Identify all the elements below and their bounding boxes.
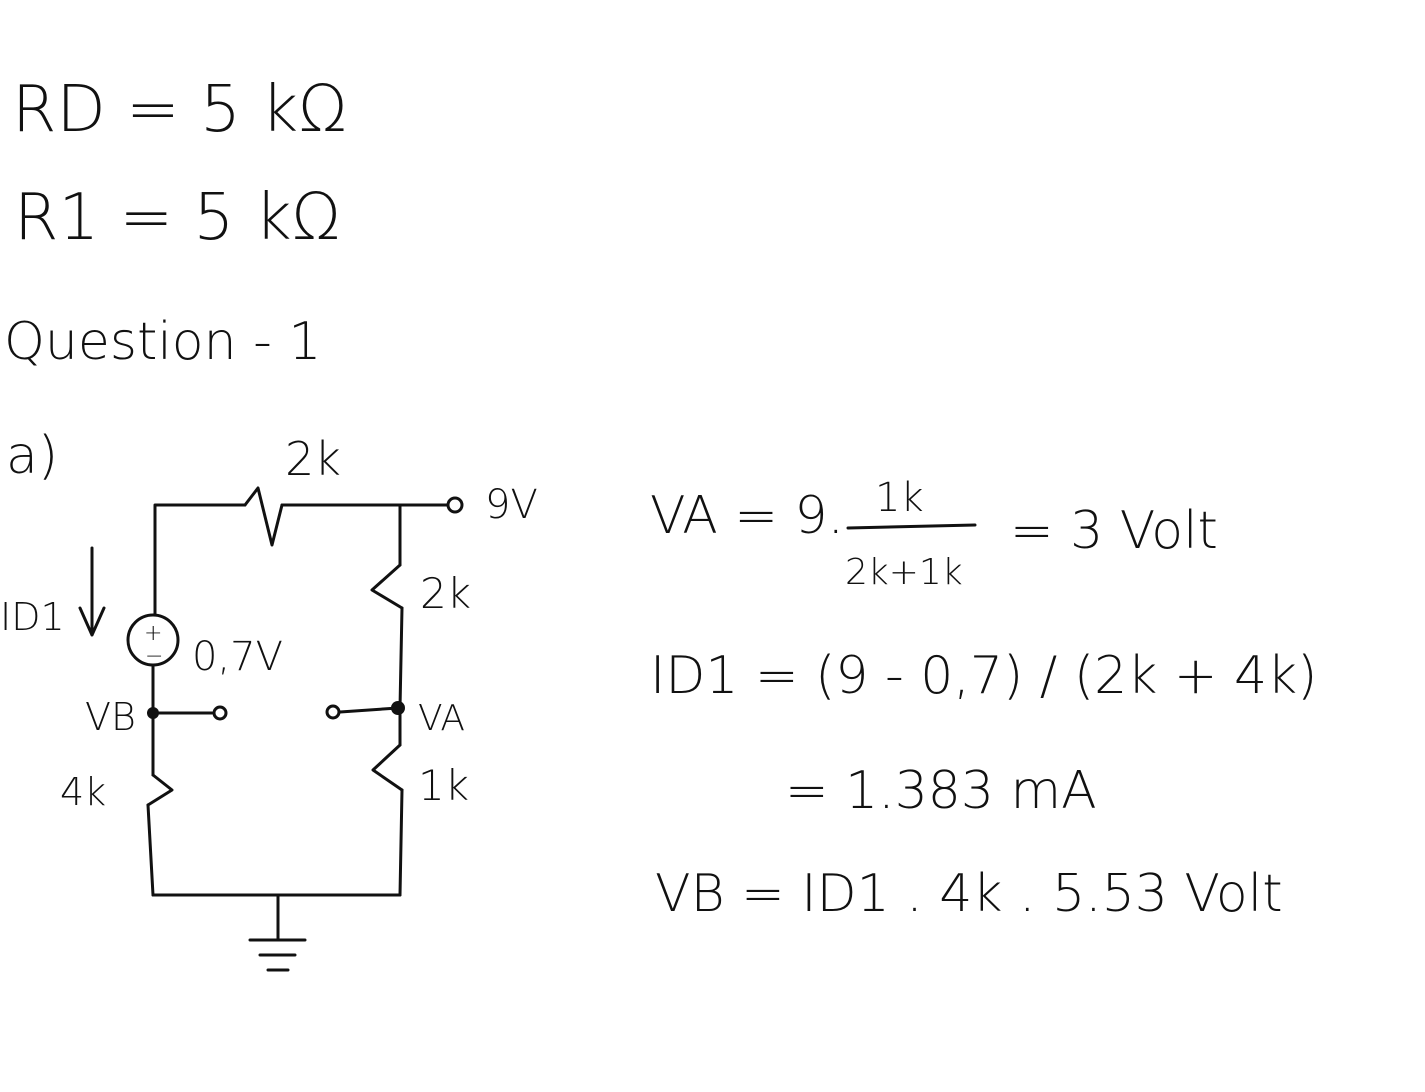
va-lhs: VA = 9. [650, 486, 845, 546]
current-arrow-icon [78, 546, 106, 637]
label-diode-current: ID1 [0, 595, 65, 639]
left-resistor [146, 773, 174, 807]
va-numerator: 1k [875, 475, 924, 521]
id-line-1: ID1 = (9 - 0,7) / (2k + 4k) [650, 646, 1318, 706]
left-wire-bottom [146, 803, 155, 897]
vb-line: VB = ID1 . 4k . 5.53 Volt [655, 864, 1283, 924]
label-left-resistor: 4k [60, 770, 106, 814]
va-result: = 3 Volt [1010, 501, 1218, 561]
id-line-2: = 1.383 mA [785, 761, 1097, 821]
source-terminal [446, 496, 464, 514]
label-node-vb: VB [85, 695, 136, 739]
label-right-top-resistor: 2k [420, 569, 471, 618]
given-r1: R1 = 5 kΩ [14, 181, 341, 255]
node-va-terminal [325, 704, 341, 720]
right-wire-bottom [398, 788, 404, 897]
label-node-va: VA [418, 698, 465, 739]
node-vb-terminal [212, 705, 228, 721]
question-title: Question - 1 [4, 312, 322, 372]
label-diode-minus: − [145, 644, 163, 669]
label-top-resistor: 2k [285, 432, 341, 486]
va-fraction-bar [846, 523, 977, 530]
top-resistor [243, 486, 284, 547]
label-diode-drop: 0,7V [192, 634, 283, 680]
top-wire-left [153, 503, 247, 617]
label-source-voltage: 9V [485, 482, 538, 528]
ground-symbol [248, 938, 307, 972]
given-rd: RD = 5 kΩ [12, 73, 348, 147]
node-va-lead [338, 706, 400, 714]
question-part-a: a) [6, 426, 59, 486]
va-denominator: 2k+1k [845, 552, 963, 593]
label-right-bottom-resistor: 1k [418, 761, 469, 810]
right-wire-mid [398, 606, 404, 747]
right-bottom-resistor [371, 743, 404, 792]
right-top-resistor [370, 563, 404, 610]
label-diode-plus: + [144, 621, 162, 646]
